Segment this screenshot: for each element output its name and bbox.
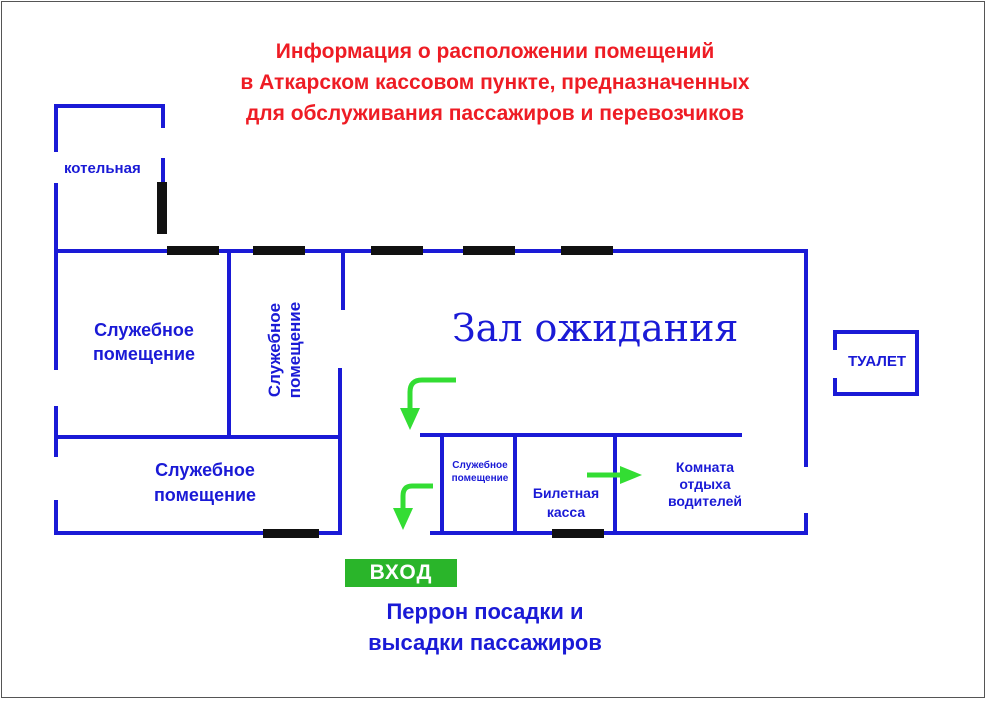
window-top-5 xyxy=(561,246,613,255)
window-top-2 xyxy=(253,246,305,255)
title-line-3: для обслуживания пассажиров и перевозчик… xyxy=(245,102,745,125)
ticket-office-label: Билетная касса xyxy=(532,485,600,520)
window-bottom-2 xyxy=(552,529,604,538)
entrance-badge: ВХОД xyxy=(345,559,457,587)
boiler-room-wall xyxy=(54,104,165,152)
window-top-1 xyxy=(167,246,219,255)
arrow-hall-curve-head xyxy=(400,408,420,430)
platform-label: Перрон посадки и высадки пассажиров xyxy=(368,599,602,655)
arrow-entry-curve-head xyxy=(393,508,413,530)
driver-rest-room-label: Комната отдыха водителей xyxy=(667,459,743,509)
arrow-rest-room-head xyxy=(620,466,642,484)
service-room-bottom-label: Служебное помещение xyxy=(153,460,257,505)
window-bottom-1 xyxy=(263,529,319,538)
walls xyxy=(54,104,919,535)
window-boiler xyxy=(157,182,167,234)
arrow-entry-curve xyxy=(400,483,433,516)
waiting-hall-label: Зал ожидания xyxy=(452,306,739,350)
service-room-vertical-label: Служебное помещение xyxy=(265,301,304,399)
windows xyxy=(157,182,613,538)
service-room-small-label: Служебное помещение xyxy=(451,460,509,484)
arrow-hall-curve xyxy=(407,377,456,416)
title-line-2: в Аткарском кассовом пункте, предназначе… xyxy=(240,71,750,94)
toilet-wall xyxy=(833,330,919,396)
plan-title: Информация о расположении помещений в Ат… xyxy=(150,36,840,129)
boiler-room-label: котельная xyxy=(64,160,141,177)
service-room-left-label: Служебное помещение xyxy=(92,320,196,364)
title-line-1: Информация о расположении помещений xyxy=(275,40,715,63)
direction-arrows xyxy=(393,377,642,530)
window-top-3 xyxy=(371,246,423,255)
toilet-label: ТУАЛЕТ xyxy=(847,353,907,370)
window-top-4 xyxy=(463,246,515,255)
